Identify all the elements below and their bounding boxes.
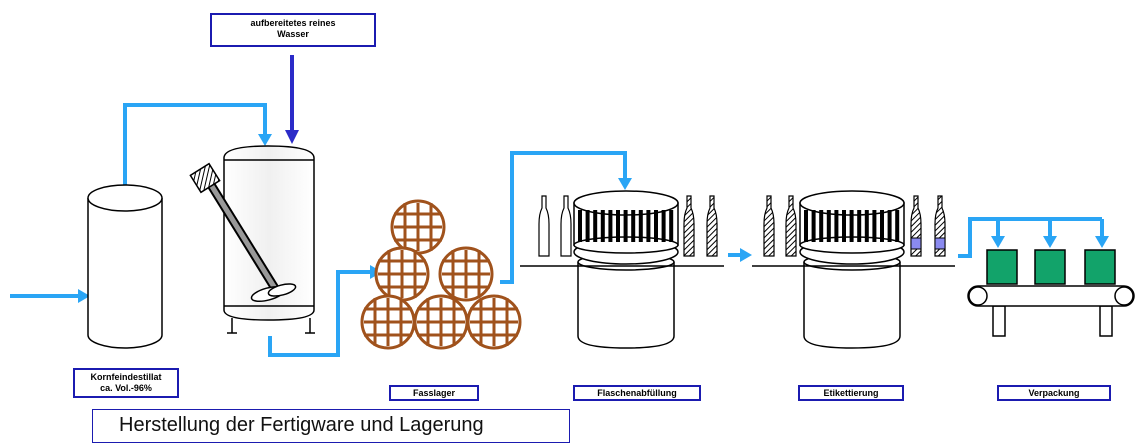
bottle (538, 195, 550, 257)
package-box (986, 249, 1018, 285)
barrel (466, 294, 522, 350)
barrels-to-bottling-arrow (500, 151, 627, 284)
labeling-to-packaging-arrow (958, 217, 1102, 258)
bottle (763, 195, 775, 257)
bottle (706, 195, 718, 257)
bottle (910, 195, 922, 257)
labeling-machine (752, 190, 955, 349)
bottle-label (934, 237, 946, 250)
mixing-tank (189, 145, 315, 334)
labeled-bottles (910, 195, 946, 257)
packages (986, 249, 1116, 285)
barrel-storage-label: Fasslager (389, 385, 479, 401)
bottling-label: Flaschenabfüllung (573, 385, 701, 401)
barrel (374, 246, 430, 302)
labeling-label: Etikettierung (798, 385, 904, 401)
water-label: aufbereitetes reines Wasser (210, 13, 376, 47)
filled-bottles-labeling-in (763, 195, 797, 257)
tank-to-barrels-arrow (268, 270, 372, 357)
distillate-label-line1: Kornfeindestillat (90, 372, 162, 382)
distillate-tank (87, 184, 163, 349)
water-arrow (285, 55, 299, 144)
barrel (438, 246, 494, 302)
bottle-label (910, 237, 922, 250)
packaging-conveyor (967, 285, 1135, 337)
flow-arrows (10, 103, 1104, 357)
barrel-stack (360, 199, 522, 350)
package-box (1034, 249, 1066, 285)
package-box (1084, 249, 1116, 285)
diagram-title: Herstellung der Fertigware und Lagerung (92, 409, 570, 443)
barrel (360, 294, 416, 350)
packaging-label: Verpackung (997, 385, 1111, 401)
bottling-machine (520, 190, 724, 349)
bottle (560, 195, 572, 257)
bottle (683, 195, 695, 257)
distillate-label: Kornfeindestillat ca. Vol.-96% (73, 368, 179, 398)
empty-bottles-left (538, 195, 572, 257)
water-label-line1: aufbereitetes reines (250, 18, 336, 28)
barrel (413, 294, 469, 350)
filled-bottles-right (683, 195, 718, 257)
bottle (785, 195, 797, 257)
water-label-line2: Wasser (277, 29, 309, 39)
distillate-label-line2: ca. Vol.-96% (100, 383, 152, 393)
barrel (390, 199, 446, 255)
bottle (934, 195, 946, 257)
distillate-to-tank-arrow (123, 103, 267, 190)
